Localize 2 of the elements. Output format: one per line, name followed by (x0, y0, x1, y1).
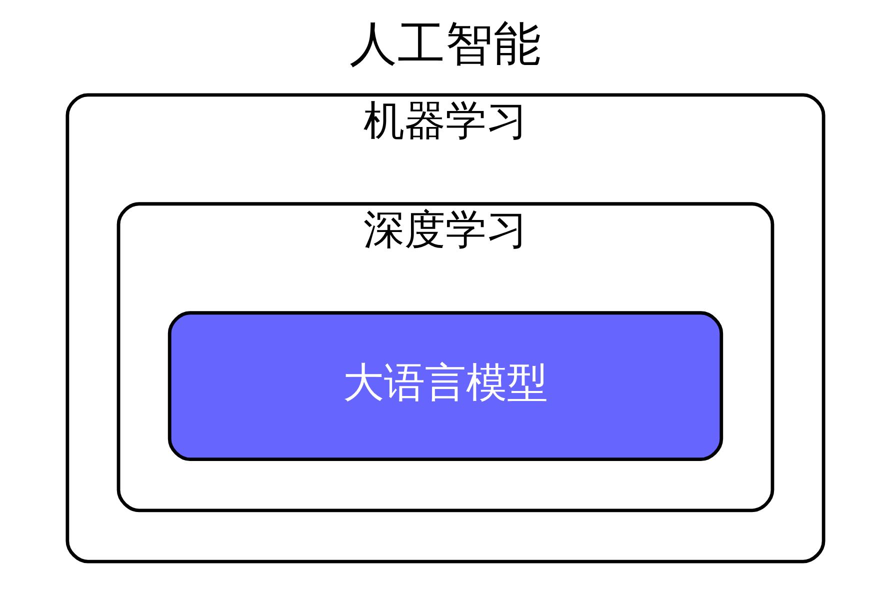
node-box: 大语言模型 (167, 311, 723, 462)
diagram-title: 人工智能 (349, 16, 541, 72)
